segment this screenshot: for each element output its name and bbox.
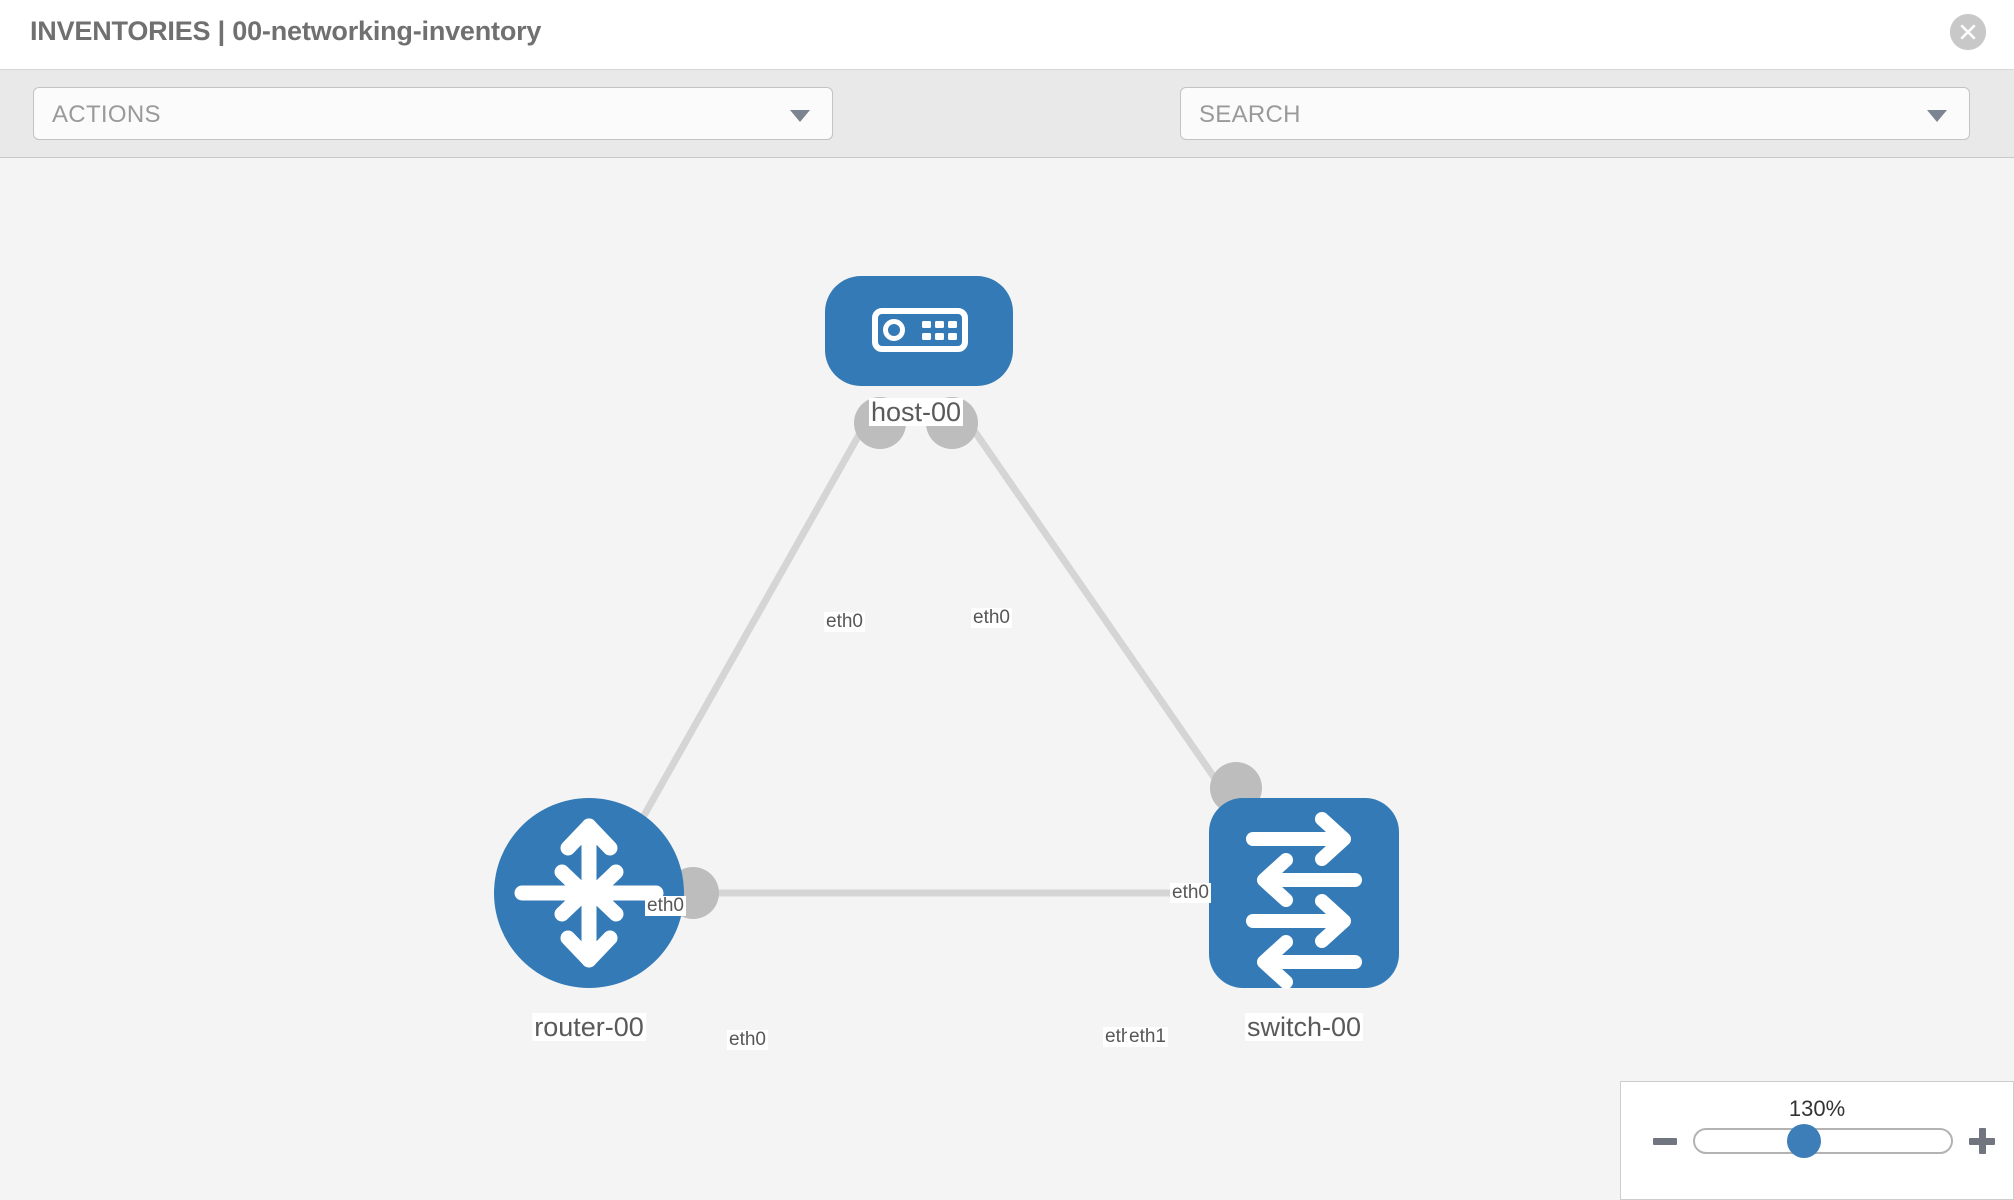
actions-dropdown[interactable]: ACTIONS — [33, 87, 833, 140]
zoom-level-value: 130% — [1788, 1096, 1846, 1121]
close-icon[interactable] — [1950, 14, 1986, 50]
edge-host-router — [616, 401, 881, 860]
toolbar: ACTIONS SEARCH — [0, 70, 2014, 197]
topology-ports — [667, 397, 1262, 919]
node-router-00[interactable] — [494, 798, 684, 988]
minus-icon[interactable] — [1653, 1138, 1677, 1145]
interface-label: eth0 — [645, 895, 686, 916]
search-input[interactable]: SEARCH — [1180, 87, 1970, 140]
interface-label: eth0 — [1170, 882, 1211, 903]
zoom-slider-handle[interactable] — [1787, 1124, 1821, 1158]
search-placeholder: SEARCH — [1199, 101, 1301, 128]
node-switch-00[interactable] — [1209, 798, 1399, 989]
node-label-switch: switch-00 — [1244, 1012, 1364, 1042]
interface-label: eth0 — [727, 1029, 768, 1050]
interface-label: eth0 — [824, 611, 865, 632]
interface-label: eth1 — [1127, 1026, 1168, 1047]
chevron-down-icon — [1927, 110, 1947, 122]
plus-icon[interactable] — [1969, 1128, 1995, 1154]
actions-dropdown-label: ACTIONS — [52, 101, 161, 128]
node-label-router: router-00 — [532, 1012, 646, 1042]
window-header: INVENTORIES | 00-networking-inventory — [0, 0, 2014, 70]
interface-label: eth0 — [971, 607, 1012, 628]
page-title: INVENTORIES | 00-networking-inventory — [30, 16, 542, 46]
zoom-control-panel: 130% — [1620, 1081, 2014, 1200]
topology-graph — [494, 276, 1399, 989]
node-host-00[interactable] — [825, 276, 1013, 386]
topology-canvas[interactable]: host-00 router-00 switch-00 eth0 eth0 et… — [0, 158, 2014, 1200]
node-label-host: host-00 — [868, 397, 964, 427]
chevron-down-icon — [790, 110, 810, 122]
zoom-slider-track[interactable] — [1693, 1128, 1953, 1154]
topology-edges — [616, 401, 1273, 897]
